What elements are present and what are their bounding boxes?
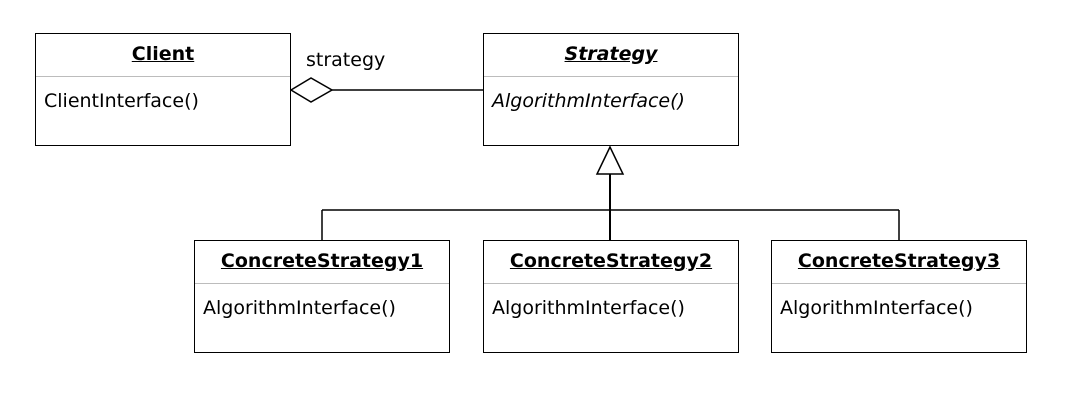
aggregation-role-label: strategy <box>306 49 386 71</box>
class-client-operation: ClientInterface() <box>44 90 199 112</box>
class-strategy[interactable]: Strategy AlgorithmInterface() <box>483 33 739 146</box>
class-concrete-strategy-2-operation: AlgorithmInterface() <box>492 297 685 319</box>
class-concrete-strategy-2-name: ConcreteStrategy2 <box>484 241 738 284</box>
generalization-triangle-icon <box>595 145 625 175</box>
aggregation-diamond-icon <box>289 77 334 103</box>
class-concrete-strategy-1-name: ConcreteStrategy1 <box>195 241 449 284</box>
class-concrete-strategy-3[interactable]: ConcreteStrategy3 AlgorithmInterface() <box>771 240 1027 353</box>
class-concrete-strategy-1-operation: AlgorithmInterface() <box>203 297 396 319</box>
class-client-name: Client <box>36 34 290 77</box>
class-concrete-strategy-3-operation: AlgorithmInterface() <box>780 297 973 319</box>
class-strategy-operation: AlgorithmInterface() <box>492 90 685 112</box>
class-concrete-strategy-2[interactable]: ConcreteStrategy2 AlgorithmInterface() <box>483 240 739 353</box>
class-concrete-strategy-3-name: ConcreteStrategy3 <box>772 241 1026 284</box>
class-strategy-name: Strategy <box>484 34 738 77</box>
class-client[interactable]: Client ClientInterface() <box>35 33 291 146</box>
class-concrete-strategy-1[interactable]: ConcreteStrategy1 AlgorithmInterface() <box>194 240 450 353</box>
